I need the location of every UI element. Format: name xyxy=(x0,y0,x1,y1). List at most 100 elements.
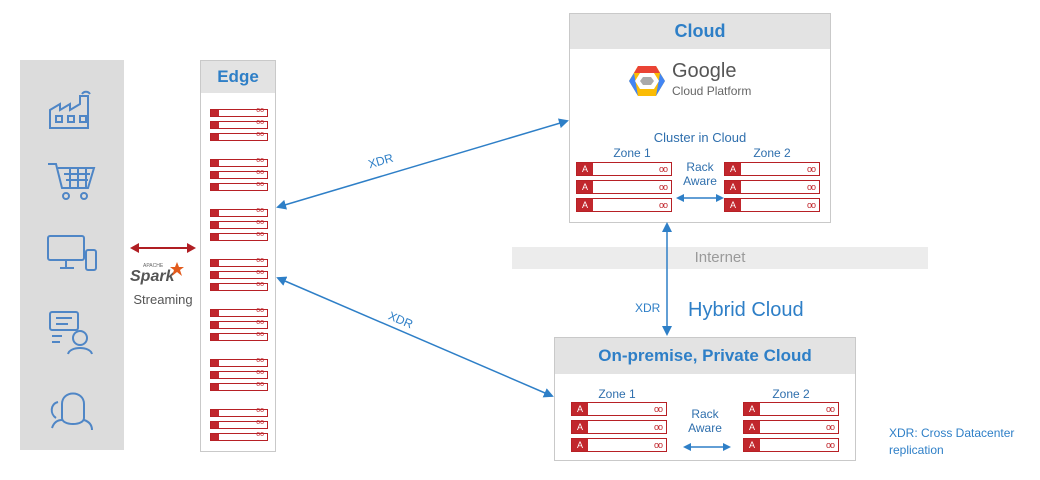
edge-server: oo xyxy=(210,119,268,129)
edge-server: oo xyxy=(210,369,268,379)
server-status-leds: oo xyxy=(256,131,264,138)
spark-logo-small-text: APACHE xyxy=(143,263,164,269)
edge-server: oo xyxy=(210,357,268,367)
server-status-leds: oo xyxy=(658,182,668,192)
edge-server: oo xyxy=(210,407,268,417)
server-logo-icon xyxy=(211,284,219,290)
server-status-leds: oo xyxy=(256,381,264,388)
server-status-leds: oo xyxy=(256,331,264,338)
onprem-aware-label: Aware xyxy=(688,421,722,435)
server-logo-icon xyxy=(211,260,219,266)
google-wordmark: Google xyxy=(672,60,737,82)
server-logo-icon xyxy=(211,234,219,240)
server-logo-icon: A xyxy=(572,439,588,451)
edge-server: oo xyxy=(210,331,268,341)
server-logo-icon xyxy=(211,122,219,128)
server-status-leds: oo xyxy=(256,269,264,276)
data-sources-panel xyxy=(20,60,124,450)
onprem-rack-aware-arrow xyxy=(683,443,731,451)
server-logo-icon: A xyxy=(577,163,593,175)
xdr-legend-line-1: XDR: Cross Datacenter xyxy=(889,426,1015,440)
chat-person-icon xyxy=(49,311,93,355)
server-status-leds: oo xyxy=(256,407,264,414)
internet-label: Internet xyxy=(694,249,746,266)
google-cloud-logo-icon xyxy=(629,66,665,96)
shopping-cart-icon xyxy=(48,163,96,200)
server-logo-icon xyxy=(211,160,219,166)
cloud-aware-label: Aware xyxy=(683,174,717,188)
server-logo-icon xyxy=(211,272,219,278)
server-status-leds: oo xyxy=(256,281,264,288)
server-logo-icon xyxy=(211,134,219,140)
server-logo-icon xyxy=(211,384,219,390)
server-logo-icon: A xyxy=(744,403,760,415)
onprem-box: On-premise, Private Cloud Zone 1 Zone 2 … xyxy=(554,337,856,461)
server-status-leds: oo xyxy=(256,107,264,114)
factory-icon xyxy=(49,90,91,129)
edge-server: oo xyxy=(210,219,268,229)
edge-server: oo xyxy=(210,207,268,217)
spark-link-arrow xyxy=(130,243,196,253)
server-logo-icon: A xyxy=(577,199,593,211)
headset-person-icon xyxy=(50,392,93,431)
edge-server: oo xyxy=(210,257,268,267)
server-status-leds: oo xyxy=(653,440,663,450)
server-status-leds: oo xyxy=(256,219,264,226)
server-status-leds: oo xyxy=(256,419,264,426)
edge-server: oo xyxy=(210,419,268,429)
server-logo-icon xyxy=(211,310,219,316)
server-status-leds: oo xyxy=(256,119,264,126)
server-status-leds: oo xyxy=(825,422,835,432)
onprem-title: On-premise, Private Cloud xyxy=(555,338,855,374)
server-logo-icon xyxy=(211,110,219,116)
edge-server: oo xyxy=(210,269,268,279)
cloud-rack-aware-label: Rack Aware xyxy=(674,160,726,188)
server-status-leds: oo xyxy=(256,207,264,214)
edge-server: oo xyxy=(210,231,268,241)
server-logo-icon xyxy=(211,410,219,416)
xdr-vertical-label: XDR xyxy=(635,301,661,315)
server-status-leds: oo xyxy=(256,157,264,164)
spark-logo-text: Spark xyxy=(130,268,175,285)
server-logo-icon: A xyxy=(725,199,741,211)
server-status-leds: oo xyxy=(256,257,264,264)
server-status-leds: oo xyxy=(256,169,264,176)
cloud-zone-1-label: Zone 1 xyxy=(613,146,651,160)
spark-star-icon xyxy=(170,262,184,276)
internet-bar xyxy=(512,247,928,269)
spark-subtitle: Streaming xyxy=(133,292,193,307)
server-logo-icon: A xyxy=(572,421,588,433)
server-status-leds: oo xyxy=(256,181,264,188)
server-status-leds: oo xyxy=(806,200,816,210)
server-logo-icon xyxy=(211,360,219,366)
google-cloud-platform-text: Cloud Platform xyxy=(672,84,752,98)
onprem-rack-aware-label: Rack Aware xyxy=(679,407,731,435)
server-logo-icon: A xyxy=(744,421,760,433)
server-status-leds: oo xyxy=(806,164,816,174)
onprem-rack-label: Rack xyxy=(691,407,719,421)
edge-server: oo xyxy=(210,307,268,317)
edge-server: oo xyxy=(210,107,268,117)
cluster-in-cloud-label: Cluster in Cloud xyxy=(653,130,747,145)
edge-server: oo xyxy=(210,381,268,391)
server-logo-icon: A xyxy=(744,439,760,451)
xdr-legend-line-2: replication xyxy=(889,443,944,457)
onprem-zone-2-label: Zone 2 xyxy=(772,387,810,401)
edge-server: oo xyxy=(210,157,268,167)
server-logo-icon xyxy=(211,210,219,216)
edge-server: oo xyxy=(210,181,268,191)
server-logo-icon xyxy=(211,334,219,340)
server-logo-icon xyxy=(211,422,219,428)
server-logo-icon xyxy=(211,434,219,440)
